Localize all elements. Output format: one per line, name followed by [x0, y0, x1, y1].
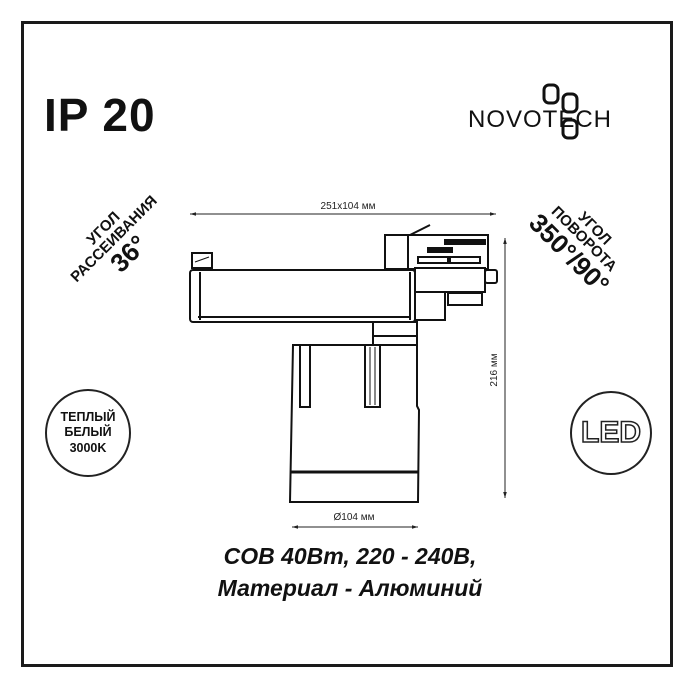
ip-rating: IP 20: [44, 89, 156, 141]
color-temp-line2: БЕЛЫЙ: [64, 425, 112, 440]
height-label: 216 мм: [489, 353, 500, 386]
neck: [372, 321, 418, 346]
logo-mark-icon: [542, 83, 579, 140]
dimension-lines: [190, 212, 507, 529]
spec-line-2: Материал - Алюминий: [217, 575, 483, 601]
arm-bar: [189, 269, 416, 323]
end-cap: [191, 252, 213, 269]
color-temp-line1: ТЕПЛЫЙ: [60, 409, 116, 424]
color-temp-line3: 3000K: [69, 440, 107, 455]
track-light-outline: [189, 224, 498, 503]
lamp-body: [288, 344, 421, 503]
frame-border: [21, 21, 673, 667]
diameter-label: Ø104 мм: [334, 512, 375, 523]
spec-line-1: COB 40Вт, 220 - 240В,: [223, 543, 477, 569]
brand-logo: NOVOTECH: [468, 82, 663, 144]
led-badge: LED: [570, 391, 652, 475]
connector-block: [414, 267, 486, 293]
color-temperature-badge: ТЕПЛЫЙ БЕЛЫЙ 3000K: [45, 389, 131, 477]
led-badge-text: LED: [580, 415, 642, 450]
width-label: 251x104 мм: [321, 201, 376, 212]
brand-name: NOVOTECH: [468, 106, 613, 133]
